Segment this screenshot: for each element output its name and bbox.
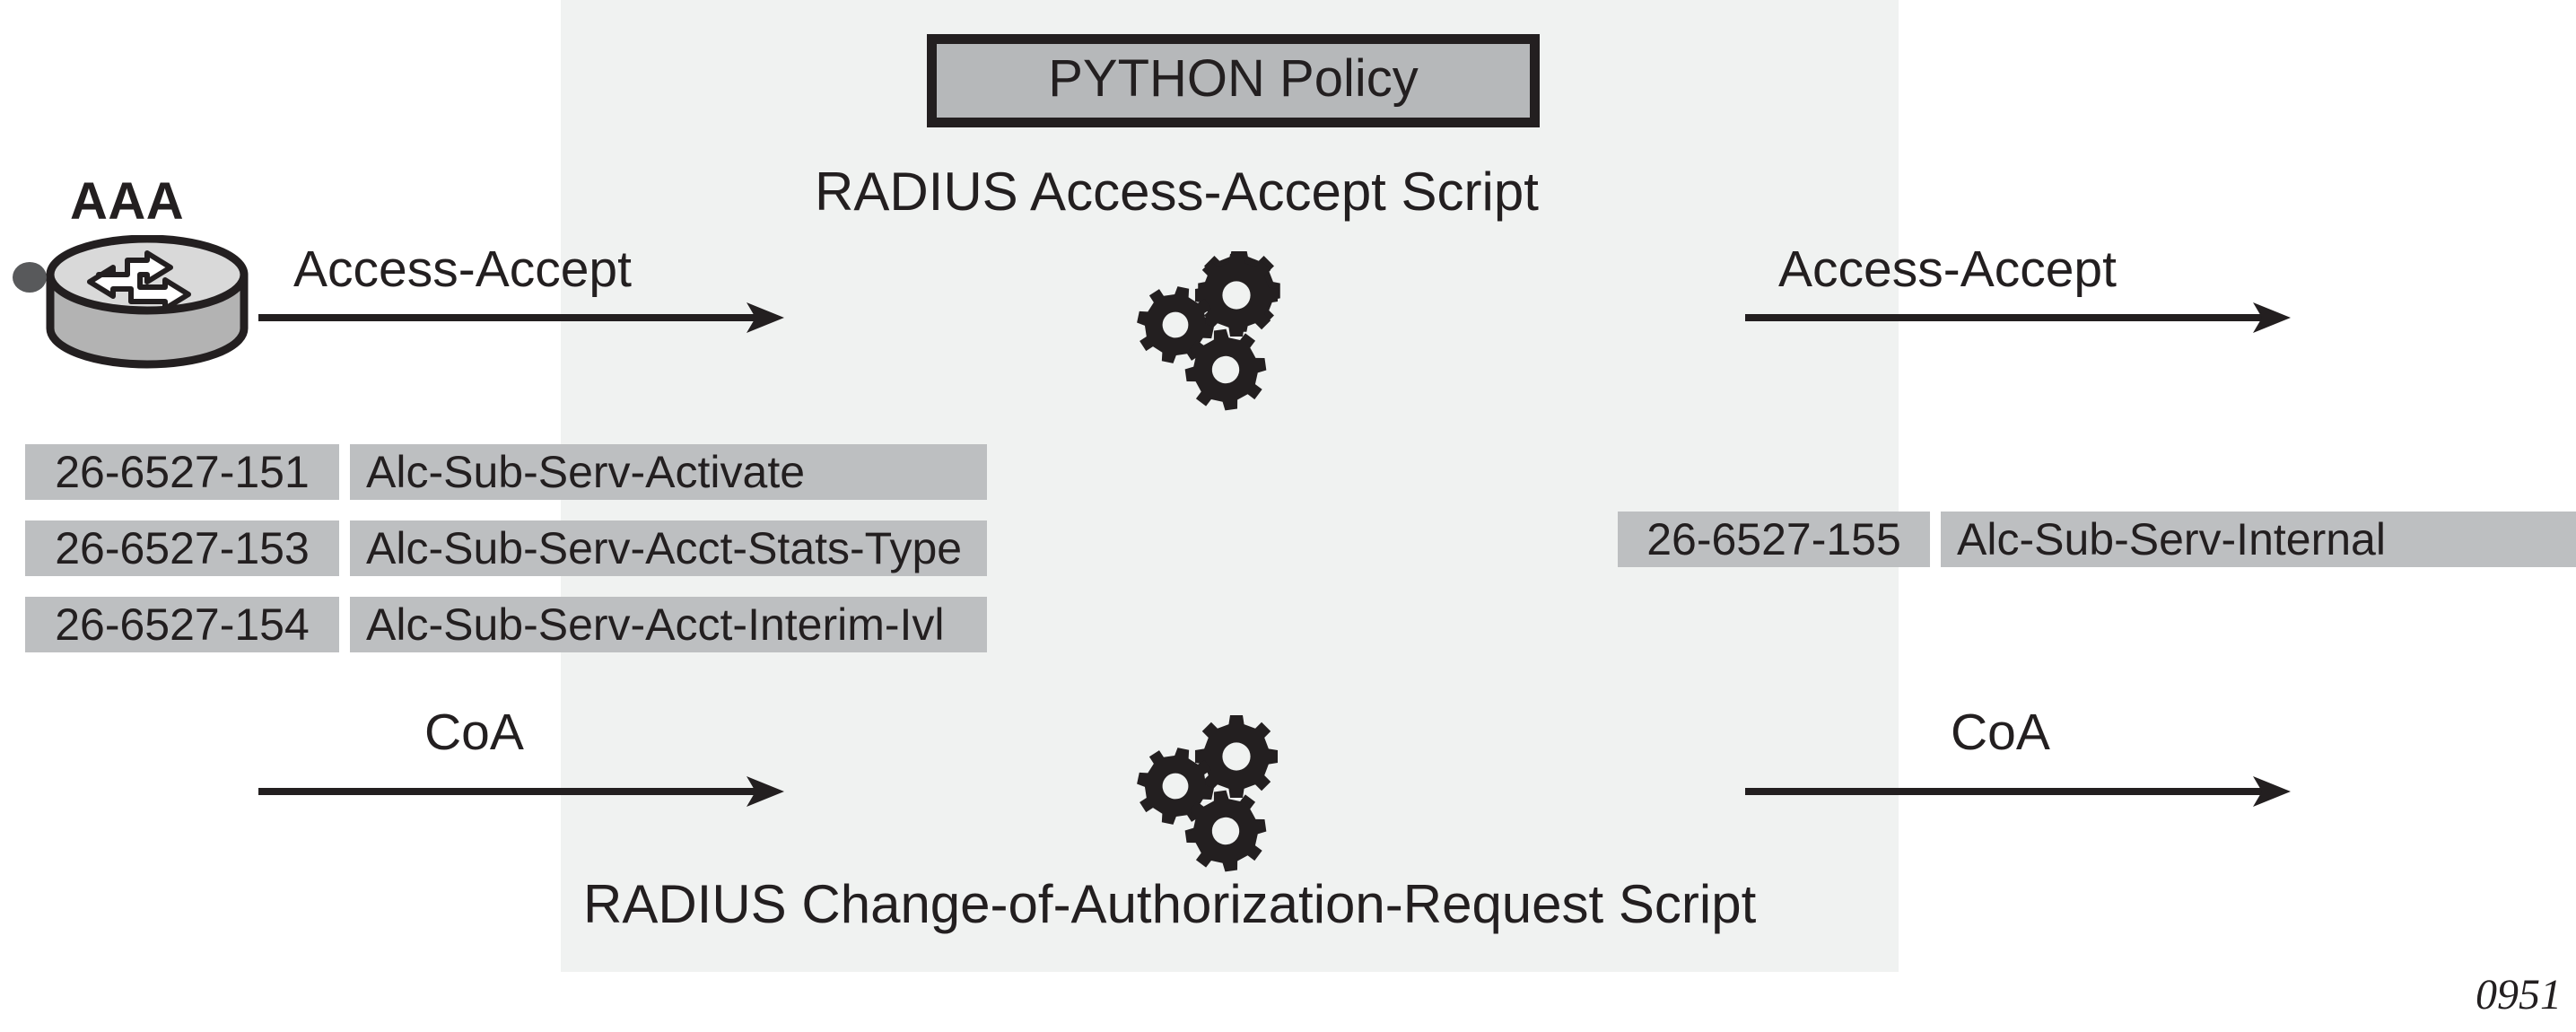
- input-attr-code-1: 26-6527-153: [25, 520, 339, 576]
- output-attr-code-0: 26-6527-155: [1618, 512, 1930, 567]
- coa-script-title: RADIUS Change-of-Authorization-Request S…: [583, 874, 1757, 934]
- input-attr-code-0: 26-6527-151: [25, 444, 339, 500]
- input-attr-name-1: Alc-Sub-Serv-Acct-Stats-Type: [350, 520, 987, 576]
- gears-icon-bottom: [1130, 714, 1279, 877]
- flow-label-coa-out: CoA: [1951, 704, 2050, 761]
- gears-icon-top-render: [1130, 253, 1279, 415]
- flow-arrow-access-accept-in: [258, 302, 784, 333]
- input-attr-name-0: Alc-Sub-Serv-Activate: [350, 444, 987, 500]
- flow-label-access-accept-out: Access-Accept: [1778, 241, 2117, 298]
- access-accept-script-title: RADIUS Access-Accept Script: [815, 162, 1539, 222]
- flow-arrow-access-accept-out: [1745, 302, 2291, 333]
- flow-label-coa-in: CoA: [424, 704, 524, 761]
- router-cylinder-icon: [13, 234, 264, 370]
- output-attr-name-0: Alc-Sub-Serv-Internal: [1941, 512, 2576, 567]
- flow-arrow-coa-out: [1745, 776, 2291, 807]
- python-policy-box[interactable]: PYTHON Policy: [927, 34, 1540, 127]
- flow-label-access-accept-in: Access-Accept: [293, 241, 632, 298]
- flow-arrow-coa-in: [258, 776, 784, 807]
- figure-id-label: 0951: [2476, 971, 2562, 1019]
- input-attr-code-2: 26-6527-154: [25, 597, 339, 652]
- aaa-node-label: AAA: [70, 172, 185, 231]
- python-policy-label: PYTHON Policy: [1048, 49, 1419, 108]
- input-attr-name-2: Alc-Sub-Serv-Acct-Interim-Ivl: [350, 597, 987, 652]
